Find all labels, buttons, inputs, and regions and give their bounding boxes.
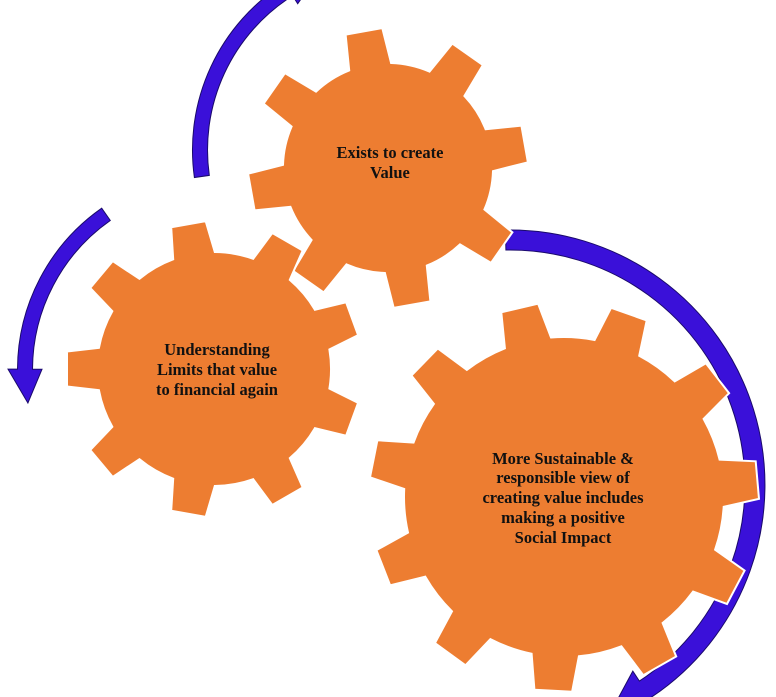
arrow-top-icon xyxy=(192,0,301,179)
gear-right xyxy=(368,302,761,693)
gear-right-label: More Sustainable & responsible view of c… xyxy=(482,448,644,547)
arrow-left-icon xyxy=(7,207,111,405)
gear-left xyxy=(66,220,360,518)
gear-left-label: Understanding Limits that value to finan… xyxy=(156,340,278,399)
gear-top xyxy=(246,26,530,310)
gear-top-label: Exists to create Value xyxy=(336,143,444,182)
arrow-right-icon xyxy=(504,229,766,697)
